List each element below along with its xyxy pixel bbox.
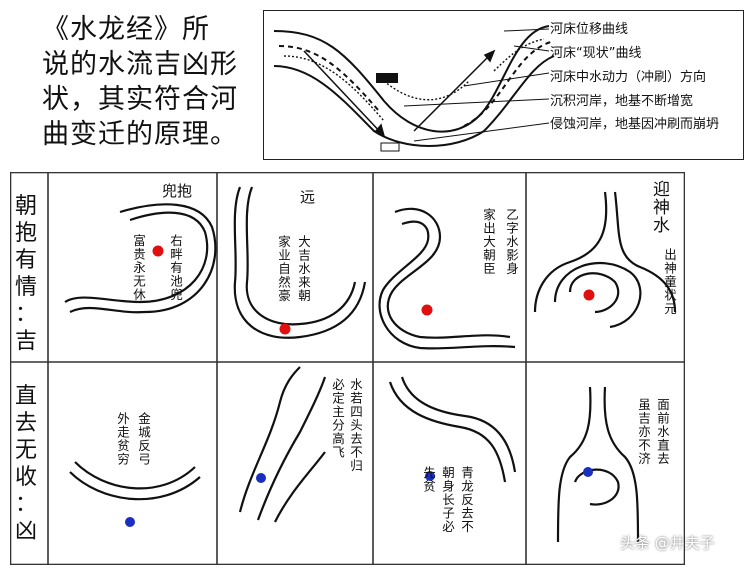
hatched-block xyxy=(376,73,398,83)
c7-site-dot xyxy=(425,471,435,481)
c4-river-d xyxy=(553,262,642,329)
row2-char-4: 收 xyxy=(14,465,37,490)
intro-line-4: 曲变迁的原理。 xyxy=(42,119,238,150)
c1-site-dot xyxy=(152,245,164,257)
c5-river-b xyxy=(74,461,196,490)
c3-site-dot xyxy=(421,304,433,316)
c3-text-1: 乙字水影身 xyxy=(504,208,519,276)
c2-river-a xyxy=(233,186,367,339)
c8-river-b xyxy=(603,386,640,543)
c8-river-c xyxy=(573,468,620,506)
water-forms-grid xyxy=(10,172,685,565)
leader-3 xyxy=(463,72,550,87)
c4-river-a xyxy=(533,191,608,313)
intro-line-1: 《水龙经》所 xyxy=(42,14,210,45)
row1-char-4: 情 xyxy=(14,275,37,300)
row1-char-5: ： xyxy=(14,302,37,327)
legend-item-4: 沉积河岸，地基不断增宽 xyxy=(550,94,694,109)
row1-char-3: 有 xyxy=(14,248,37,273)
meander-svg xyxy=(273,25,555,152)
row2-char-6: 凶 xyxy=(14,519,37,544)
deposit-band-3 xyxy=(493,38,545,72)
c6-text-2: 必定主分高飞 xyxy=(330,378,345,459)
c8-river-a xyxy=(556,386,592,543)
river-bank-inner xyxy=(273,55,555,147)
c1-text-2: 富贵永无休 xyxy=(131,234,146,302)
c6-river-a xyxy=(238,366,301,513)
c3-river-a xyxy=(386,207,511,339)
c6-text-1: 水若四头去不归 xyxy=(348,378,363,473)
c6-river-b xyxy=(256,376,327,521)
displacement-curve-1 xyxy=(278,45,380,112)
deposit-band-1 xyxy=(283,55,385,122)
river-bank-outer xyxy=(273,25,550,133)
c7-river-b xyxy=(400,376,517,473)
legend-item-1: 河床位移曲线 xyxy=(550,22,629,37)
small-box xyxy=(380,142,400,152)
leader-2 xyxy=(513,45,550,52)
c3-text-2: 家出大朝臣 xyxy=(481,208,496,276)
c8-site-dot xyxy=(583,467,593,477)
c5-river-a xyxy=(69,471,201,501)
flow-arrow-2 xyxy=(413,50,495,132)
c5-site-dot xyxy=(125,517,135,527)
legend-item-3: 河床中水动力（冲刷）方向 xyxy=(550,70,707,85)
row-label-auspicious: 朝 抱 有 情 ： 吉 xyxy=(10,193,42,355)
c2-river-b xyxy=(245,186,357,326)
c4-river-b xyxy=(613,191,677,313)
row1-char-1: 朝 xyxy=(14,194,37,219)
flow-arrow-head-2 xyxy=(483,49,496,63)
c8-text-1: 面前水直去 xyxy=(655,398,670,466)
c6-river-c xyxy=(274,451,326,523)
c4-site-dot xyxy=(583,289,595,301)
c7-text-2: 朝身长子必 xyxy=(440,466,455,534)
leader-1 xyxy=(503,28,550,32)
c6-site-dot xyxy=(256,473,266,483)
c4-text-1: 出神童状元 xyxy=(662,248,677,316)
leader-5 xyxy=(413,122,550,142)
c1-river-a xyxy=(64,211,209,304)
c5-text-1: 金城反弓 xyxy=(136,412,151,466)
c3-river-b xyxy=(378,220,516,350)
c5-text-2: 外走贫穷 xyxy=(115,412,130,466)
c2-site-dot xyxy=(279,323,291,335)
c4-river-c xyxy=(568,272,620,314)
c1-river-b xyxy=(69,203,217,314)
row2-char-3: 无 xyxy=(14,438,37,463)
flow-arrow-head-1 xyxy=(374,123,386,138)
displacement-curve-2 xyxy=(463,40,555,127)
c2-text-2: 家业自然豪 xyxy=(276,235,291,303)
legend-item-5: 侵蚀河岸，地基因冲刷而崩坍 xyxy=(550,117,720,132)
row2-char-1: 直 xyxy=(14,384,37,409)
c8-text-2: 虽吉亦不济 xyxy=(636,398,651,466)
meander-diagram xyxy=(263,10,744,160)
site-dots xyxy=(125,245,595,527)
c2-title: 远 xyxy=(300,188,316,206)
deposit-band-2 xyxy=(383,80,470,101)
c4-title: 迎神水 xyxy=(649,180,669,234)
c7-river-a xyxy=(388,381,507,483)
flow-arrow-1 xyxy=(303,50,385,137)
c2-text-1: 大吉水来朝 xyxy=(296,235,311,303)
grid-border xyxy=(10,172,685,565)
intro-line-2: 说的水流吉凶形 xyxy=(42,49,238,80)
c1-title: 兜抱 xyxy=(162,182,193,200)
row1-char-6: 吉 xyxy=(14,329,37,354)
row2-char-2: 去 xyxy=(14,411,37,436)
watermark: 头条 @井夫子 xyxy=(620,534,715,552)
legend-item-2: 河床“现状”曲线 xyxy=(550,46,642,61)
c7-text-3: 先贫 xyxy=(421,466,436,493)
row-label-ominous: 直 去 无 收 ： 凶 xyxy=(10,383,42,545)
intro-text: 《水龙经》所 说的水流吉凶形 状，其实符合河 曲变迁的原理。 xyxy=(42,12,252,152)
intro-line-3: 状，其实符合河 xyxy=(42,84,238,115)
leader-4 xyxy=(403,98,550,107)
c1-text-1: 右畔有池兜 xyxy=(168,234,183,302)
c7-text-1: 青龙反去不 xyxy=(459,466,474,534)
row1-char-2: 抱 xyxy=(14,221,37,246)
row2-char-5: ： xyxy=(14,492,37,517)
